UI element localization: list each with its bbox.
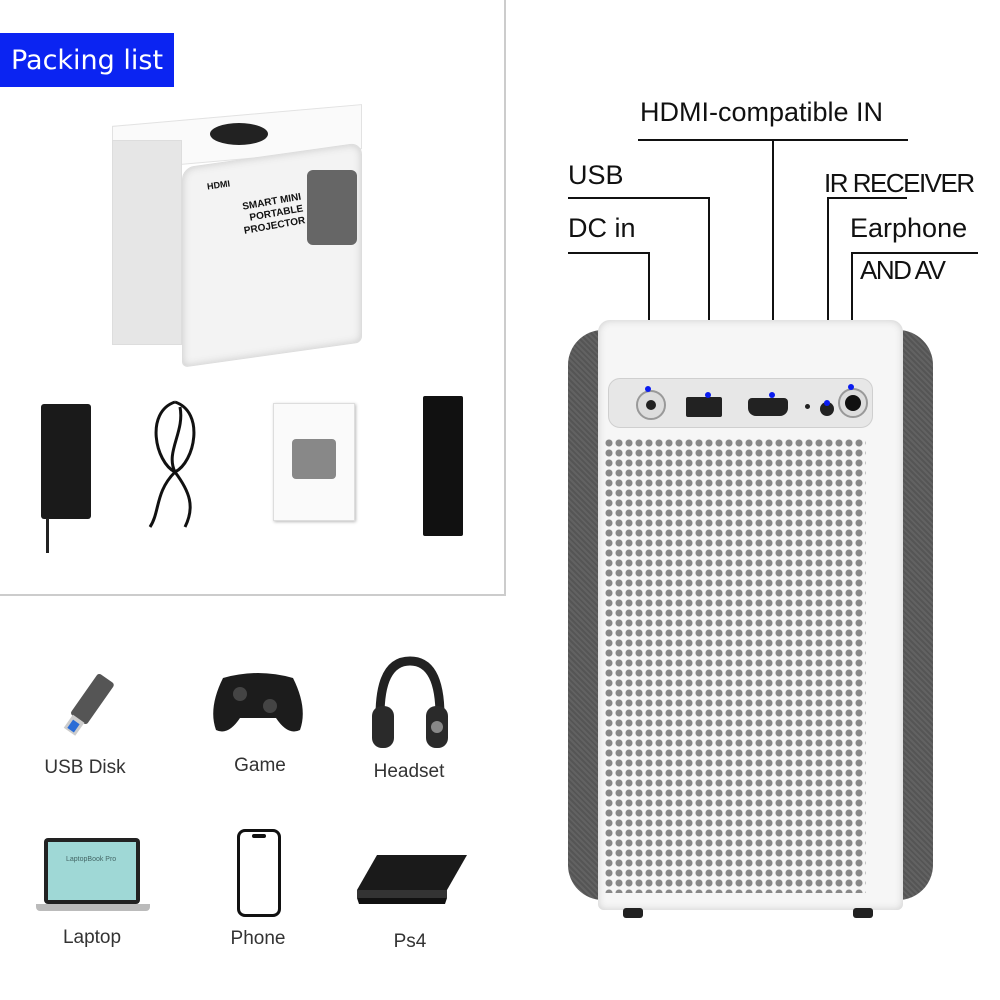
speaker-grille <box>604 438 866 893</box>
product-box: HDMI SMART MINI PORTABLE PROJECTOR <box>112 104 362 368</box>
headphones-icon <box>372 656 448 748</box>
projector <box>568 320 933 918</box>
device-label-phone: Phone <box>230 928 286 949</box>
device-label-game: Game <box>234 755 286 776</box>
label-ir: IR RECEIVER <box>824 168 975 198</box>
usb-port <box>686 397 722 417</box>
gamepad-icon <box>213 673 303 732</box>
hdmi-port <box>748 398 788 416</box>
usb-disk-icon <box>63 673 114 736</box>
label-usb: USB <box>568 160 624 190</box>
av-port <box>838 388 868 418</box>
remote-control <box>423 396 463 536</box>
ir-receiver <box>805 404 810 409</box>
phone-icon <box>237 829 281 917</box>
user-manual <box>273 403 355 521</box>
ac-dc-adapter <box>41 404 91 519</box>
adapter-cable <box>46 518 49 553</box>
device-label-ps4: Ps4 <box>393 931 427 952</box>
console-icon <box>357 855 467 904</box>
label-av: AND AV <box>860 255 946 285</box>
dc-port <box>636 390 666 420</box>
packing-list-badge: Packing list <box>0 33 174 87</box>
laptop-screen-text: LaptopBook Pro <box>48 842 136 900</box>
label-earphone: Earphone <box>850 213 968 243</box>
device-label-laptop: Laptop <box>62 927 122 948</box>
device-label-headset: Headset <box>373 761 445 782</box>
label-dc: DC in <box>568 213 636 243</box>
laptop-icon: LaptopBook Pro <box>44 838 140 904</box>
earphone-port <box>820 402 834 416</box>
power-cable <box>148 400 196 528</box>
label-hdmi: HDMI-compatible IN <box>640 97 884 127</box>
device-label-usb: USB Disk <box>44 757 126 778</box>
